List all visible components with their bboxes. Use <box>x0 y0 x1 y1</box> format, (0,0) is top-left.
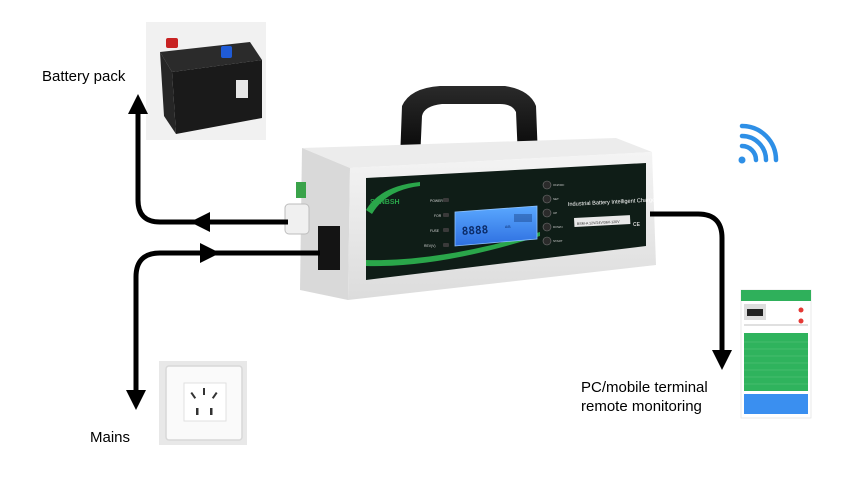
arrow-to-battery <box>128 94 288 225</box>
arrow-to-mains <box>126 250 320 410</box>
charger-buttons: ON/OFF SET UP DOWN START <box>542 180 564 246</box>
button-label: SET <box>553 197 559 201</box>
charger-ce-mark: CE <box>633 222 641 228</box>
indicator-label: FOR <box>434 214 442 218</box>
indicator-list: POWER FOR FUSE REV(V) <box>424 199 443 248</box>
arrow-to-pc <box>650 211 732 370</box>
wifi-icon <box>738 123 779 164</box>
mains-input-connector <box>318 226 340 270</box>
battery-output-gland <box>284 203 310 235</box>
charger-title: Industrial Battery Intelligent Charger <box>568 197 658 208</box>
indicator-label: REV(V) <box>424 244 436 248</box>
mains-label: Mains <box>90 429 131 446</box>
pc-mobile-label-line1: PC/mobile terminal <box>581 379 708 396</box>
charger-device: SUNBSH Industrial Battery Intelligent Ch… <box>284 86 658 300</box>
charger-handle <box>400 86 538 160</box>
pc-mobile-label-line2: remote monitoring <box>581 398 702 415</box>
button-label: UP <box>553 211 557 215</box>
button-set <box>542 194 552 204</box>
battery-pack-label: Battery pack <box>42 68 126 85</box>
button-label: DOWN <box>553 225 563 229</box>
charger-brand: SUNBSH <box>370 199 400 206</box>
button-start <box>542 236 552 246</box>
battery-icon <box>146 22 266 140</box>
mobile-phone-icon <box>740 289 812 419</box>
lcd-display <box>454 205 538 247</box>
lcd-indicator-label: A/B <box>505 225 511 229</box>
indicator-lights <box>443 198 449 247</box>
button-down <box>542 222 552 232</box>
button-up <box>542 208 552 218</box>
button-label: ON/OFF <box>553 183 564 187</box>
button-label: START <box>553 239 563 243</box>
charger-model: BSM-A 12V/24V/36V-120V <box>577 220 621 226</box>
pc-mobile-label: PC/mobile terminal remote monitoring <box>581 378 708 416</box>
power-socket-icon <box>159 361 247 445</box>
button-on-off <box>542 180 552 190</box>
lcd-digits: 8888 <box>461 223 488 238</box>
indicator-label: POWER <box>430 199 443 203</box>
indicator-label: FUSE <box>430 229 440 233</box>
connection-arrows <box>126 94 732 410</box>
